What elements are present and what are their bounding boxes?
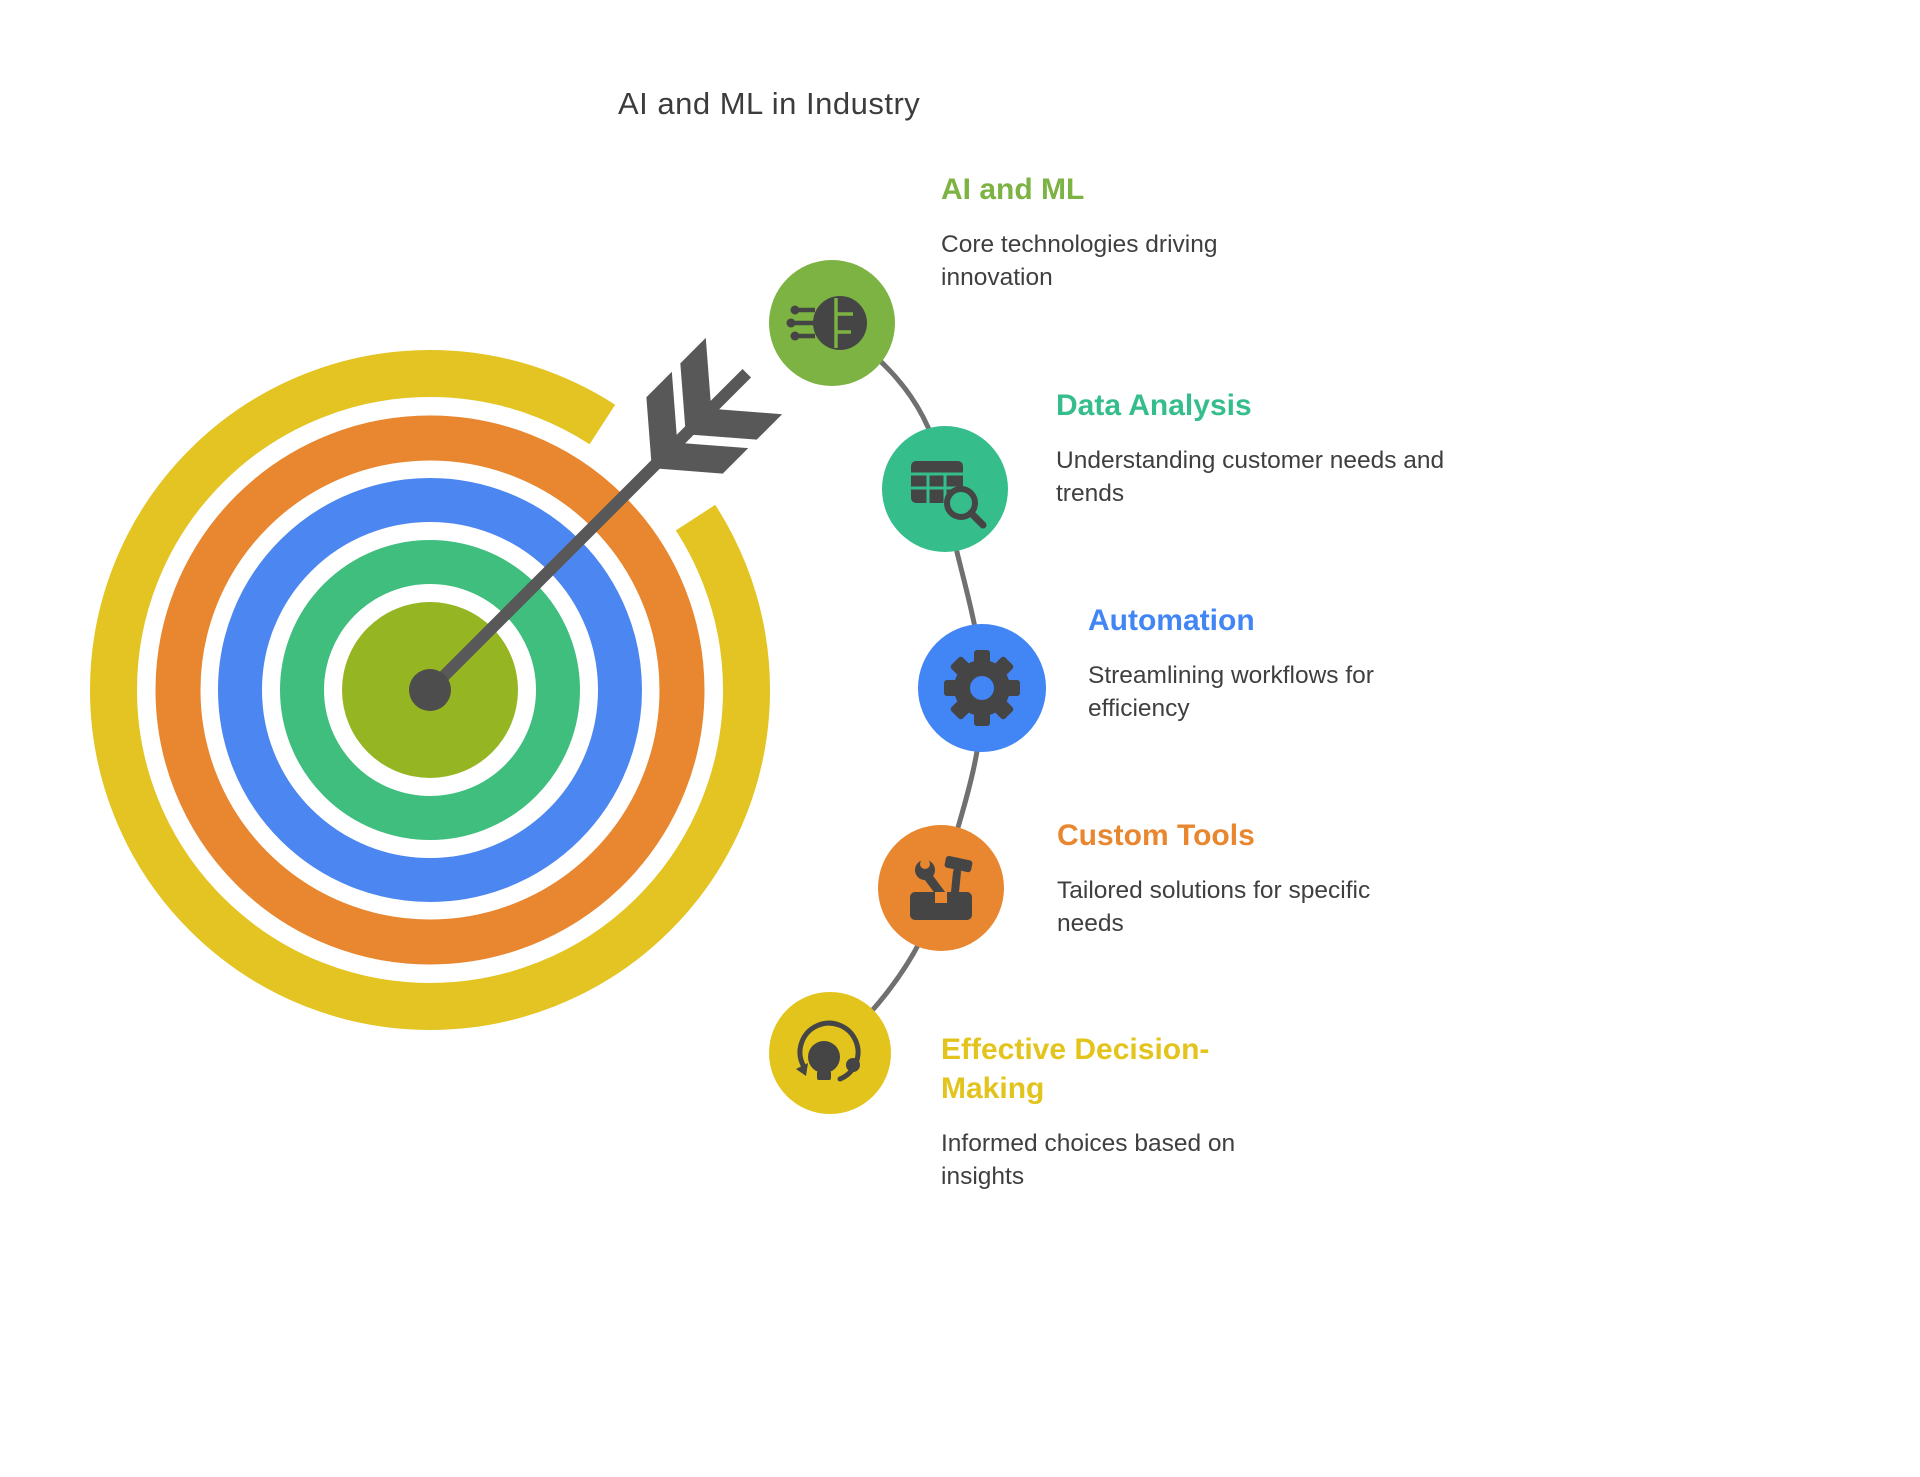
arrow-hit-dot <box>409 669 451 711</box>
gear-icon <box>944 650 1020 726</box>
arrow-shaft <box>425 368 752 695</box>
arrow-fletching <box>646 371 677 462</box>
tools-icon <box>910 855 973 920</box>
item-description: Informed choices based on insights <box>941 1130 1236 1190</box>
item-description: Core technologies driving innovation <box>941 231 1218 291</box>
target-ring-green <box>280 540 580 840</box>
item-heading: Custom Tools <box>1057 819 1255 852</box>
page-title: AI and ML in Industry <box>618 86 921 121</box>
item-heading: Data Analysis <box>1056 389 1252 422</box>
arrow-fletching <box>692 409 783 440</box>
target-arrow <box>409 337 783 711</box>
item-heading: Effective Decision-Making <box>941 1033 1210 1105</box>
item-description: Tailored solutions for specific needs <box>1057 877 1371 937</box>
item-automation: Automation Streamlining workflows for ef… <box>1088 601 1438 726</box>
item-description: Streamlining workflows for efficiency <box>1088 662 1374 722</box>
target-ring-orange <box>155 415 705 965</box>
item-ai-and-ml: AI and ML Core technologies driving inno… <box>941 170 1271 295</box>
lightbulb-decision-icon <box>796 1020 861 1082</box>
item-heading: AI and ML <box>941 173 1085 206</box>
arrow-fletching <box>680 337 711 428</box>
target-ring-blue <box>218 478 642 902</box>
item-description: Understanding customer needs and trends <box>1056 447 1445 507</box>
item-effective-decision-making: Effective Decision-Making Informed choic… <box>941 1030 1276 1194</box>
data-table-magnifier-icon <box>911 461 987 529</box>
item-data-analysis: Data Analysis Understanding customer nee… <box>1056 386 1456 511</box>
ai-brain-circuit-icon <box>786 296 867 350</box>
item-custom-tools: Custom Tools Tailored solutions for spec… <box>1057 816 1427 941</box>
arrow-fletching <box>658 443 749 474</box>
target-ring-yellow <box>90 350 770 1030</box>
item-heading: Automation <box>1088 604 1255 637</box>
